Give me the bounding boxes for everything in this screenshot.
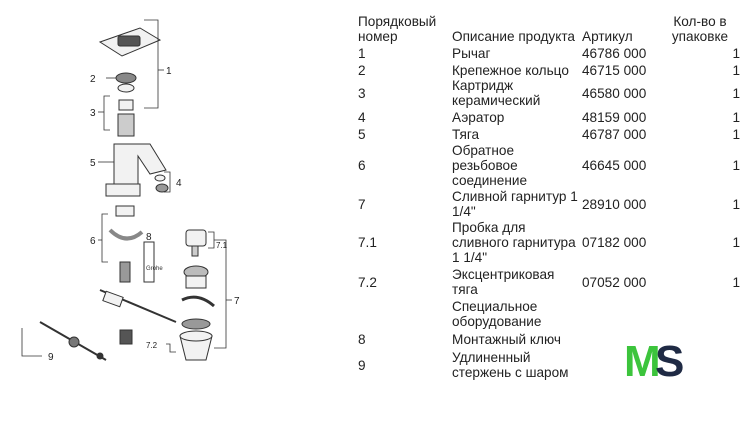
cell-article: 46580 000	[582, 85, 647, 101]
cartridge-part	[118, 99, 134, 111]
callout-5: 5	[90, 158, 96, 169]
mounting-wrench-part	[143, 241, 155, 283]
cell-description: Рычаг	[452, 46, 491, 61]
table-row: 7.2 Эксцентриковая тяга 07052 000 1	[358, 266, 740, 298]
parts-table: Порядковый номер Описание продукта Артик…	[358, 14, 740, 381]
header-description: Описание продукта	[452, 29, 575, 44]
aerator-part	[154, 174, 166, 182]
svg-text:S: S	[655, 338, 684, 382]
cell-article	[582, 298, 660, 330]
ms-logo: M S	[624, 338, 684, 382]
svg-text:M: M	[624, 338, 661, 382]
cell-description: Картридж керамический	[452, 78, 541, 108]
cell-position: 4	[358, 110, 366, 125]
cell-article: 07182 000	[582, 235, 647, 250]
cell-position: 6	[358, 158, 366, 173]
cell-quantity: 1	[732, 158, 740, 173]
callout-8: 8	[146, 232, 152, 243]
cell-quantity: 1	[732, 46, 740, 61]
cell-description: Эксцентриковая тяга	[452, 267, 555, 297]
cell-description: Крепежное кольцо	[452, 63, 569, 78]
table-row: 8 Монтажный ключ	[358, 330, 740, 349]
callout-4: 4	[176, 178, 182, 189]
table-row: 2 Крепежное кольцо 46715 000 1	[358, 63, 740, 78]
cell-position: 7	[358, 196, 366, 212]
cell-position: 2	[358, 63, 366, 78]
table-row: 7 Сливной гарнитур 1 1/4"28910 000 1	[358, 189, 740, 219]
cell-quantity: 1	[732, 110, 740, 125]
cell-description: Обратное резьбовое соединение	[452, 143, 528, 188]
cell-position	[358, 298, 452, 330]
cell-position: 1	[358, 46, 366, 61]
table-row: 4 Аэратор 48159 000 1	[358, 108, 740, 127]
cell-description: Сливной гарнитур 1 1/4"	[452, 189, 578, 219]
cell-quantity: 1	[732, 235, 740, 250]
header-article: Артикул	[582, 29, 633, 44]
lever-cap	[117, 35, 141, 47]
cell-article: 46715 000	[582, 63, 647, 78]
reverse-connection-part	[115, 205, 135, 217]
cell-position: 7.2	[358, 274, 377, 290]
table-header-row: Порядковый номер Описание продукта Артик…	[358, 14, 740, 44]
cell-description: Тяга	[452, 127, 480, 142]
cell-quantity	[660, 298, 740, 330]
cell-article: 46786 000	[582, 46, 647, 61]
svg-text:Grohe: Grohe	[146, 266, 163, 272]
callout-2: 2	[90, 74, 96, 85]
cell-quantity: 1	[732, 274, 740, 290]
cell-position: 9	[358, 357, 366, 373]
callout-3: 3	[90, 108, 96, 119]
cell-article: 46787 000	[582, 127, 647, 142]
cell-quantity: 1	[732, 127, 740, 142]
cell-description: Монтажный ключ	[452, 332, 561, 347]
cell-description: Пробка для сливного гарнитура 1 1/4"	[452, 220, 576, 265]
cell-description: Специальное оборудование	[452, 299, 542, 329]
cell-quantity: 1	[732, 63, 740, 78]
cell-quantity: 1	[732, 196, 740, 212]
callout-9: 9	[48, 352, 54, 363]
callout-7-1: 7.1	[216, 241, 228, 250]
cell-article: 48159 000	[582, 110, 647, 125]
table-row: 5 Тяга 46787 000 1	[358, 127, 740, 142]
cell-description: Аэратор	[452, 110, 505, 125]
table-row: Специальное оборудование	[358, 298, 740, 330]
cell-position: 7.1	[358, 235, 377, 250]
tap-body-part	[113, 143, 167, 191]
cell-article: 46645 000	[582, 158, 647, 173]
drain-plug-part	[185, 229, 207, 247]
callout-7: 7	[234, 296, 240, 307]
callout-6: 6	[90, 236, 96, 247]
cell-article: 28910 000	[582, 196, 647, 212]
cell-article: 07052 000	[582, 274, 647, 290]
table-row: 1 Рычаг 46786 000 1	[358, 44, 740, 63]
cell-position: 3	[358, 85, 366, 101]
callout-1: 1	[166, 66, 172, 77]
fixing-ring-part	[115, 72, 137, 84]
table-row: 6 Обратное резьбовое соединение 46645 000 1	[358, 142, 740, 189]
cell-quantity: 1	[732, 85, 740, 101]
header-position: Порядковый номер	[358, 14, 437, 44]
table-row: 7.1 Пробка для сливного гарнитура 1 1/4" 0…	[358, 219, 740, 266]
callout-7-2: 7.2	[146, 341, 158, 350]
table-row: 3 Картридж керамический 46580 000 1	[358, 78, 740, 108]
cell-position: 5	[358, 127, 366, 142]
cell-description: Удлиненный стержень с шаром	[452, 350, 569, 380]
exploded-parts-diagram: Grohe 1 2 3	[21, 19, 240, 363]
table-row: 9 Удлиненный стержень с шаром	[358, 349, 740, 381]
cell-position: 8	[358, 332, 366, 347]
header-quantity: Кол-во в упаковке	[671, 14, 729, 44]
